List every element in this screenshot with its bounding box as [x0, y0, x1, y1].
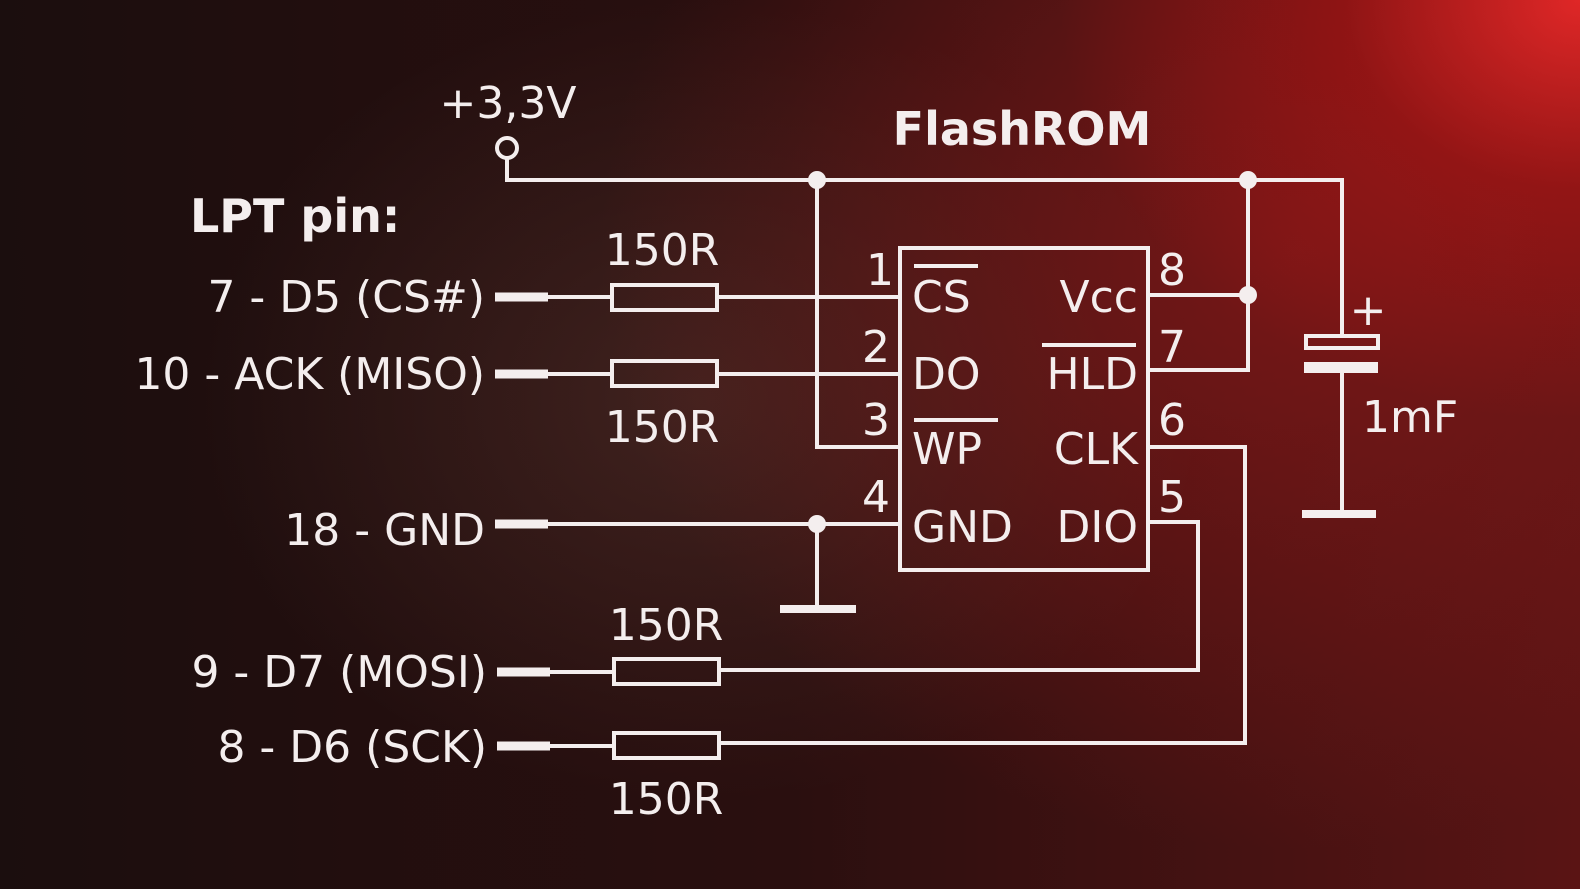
vcc-rail	[505, 158, 1344, 336]
mosi-wire	[550, 520, 1200, 674]
lpt-pin-sck: 8 - D6 (SCK)	[217, 722, 487, 773]
resistor-mosi	[612, 657, 721, 686]
pin-number: 1	[866, 245, 894, 296]
pin-number: 3	[862, 395, 890, 446]
pin-name-clk: CLK	[1054, 424, 1139, 475]
pin-number: 4	[862, 472, 890, 523]
vcc-hld-wire	[1148, 180, 1250, 372]
pin-number: 2	[862, 322, 890, 373]
connector-stubs	[495, 292, 550, 751]
sck-wire	[550, 445, 1247, 748]
capacitor-polarity: +	[1350, 285, 1387, 336]
capacitor-plate-negative	[1304, 362, 1378, 373]
wp-pullup-wire	[815, 180, 900, 449]
resistor-value: 150R	[609, 774, 724, 825]
resistor-cs	[610, 283, 719, 312]
pin-name-do: DO	[912, 349, 981, 400]
junction-dot	[1239, 286, 1257, 304]
flash-chip	[898, 246, 1150, 572]
lpt-pin-miso: 10 - ACK (MISO)	[134, 349, 485, 400]
pin-number: 5	[1158, 472, 1186, 523]
pin-number: 6	[1158, 395, 1186, 446]
pin-number: 7	[1158, 322, 1186, 373]
lpt-header: LPT pin:	[190, 189, 400, 243]
chip-title: FlashROM	[893, 102, 1152, 156]
resistor-value: 150R	[605, 225, 720, 276]
pin-number: 8	[1158, 245, 1186, 296]
lpt-pin-gnd: 18 - GND	[284, 505, 485, 556]
pin-name-dio: DIO	[1057, 502, 1139, 553]
resistor-sck	[612, 731, 721, 760]
resistor-value: 150R	[609, 600, 724, 651]
capacitor-value: 1mF	[1362, 392, 1458, 443]
lpt-pin-mosi: 9 - D7 (MOSI)	[191, 647, 487, 698]
supply-terminal	[495, 136, 519, 160]
resistor-value: 150R	[605, 402, 720, 453]
resistor-miso	[610, 359, 719, 388]
pin-name-vcc: Vcc	[1060, 272, 1138, 323]
pin-name-wp: WP	[912, 424, 982, 475]
pin-name-gnd: GND	[912, 502, 1013, 553]
pin-name-cs: CS	[912, 272, 971, 323]
lpt-pin-cs: 7 - D5 (CS#)	[207, 272, 485, 323]
pin-name-hld: HLD	[1047, 349, 1138, 400]
supply-label: +3,3V	[440, 78, 577, 129]
capacitor-plate-positive	[1304, 334, 1380, 350]
